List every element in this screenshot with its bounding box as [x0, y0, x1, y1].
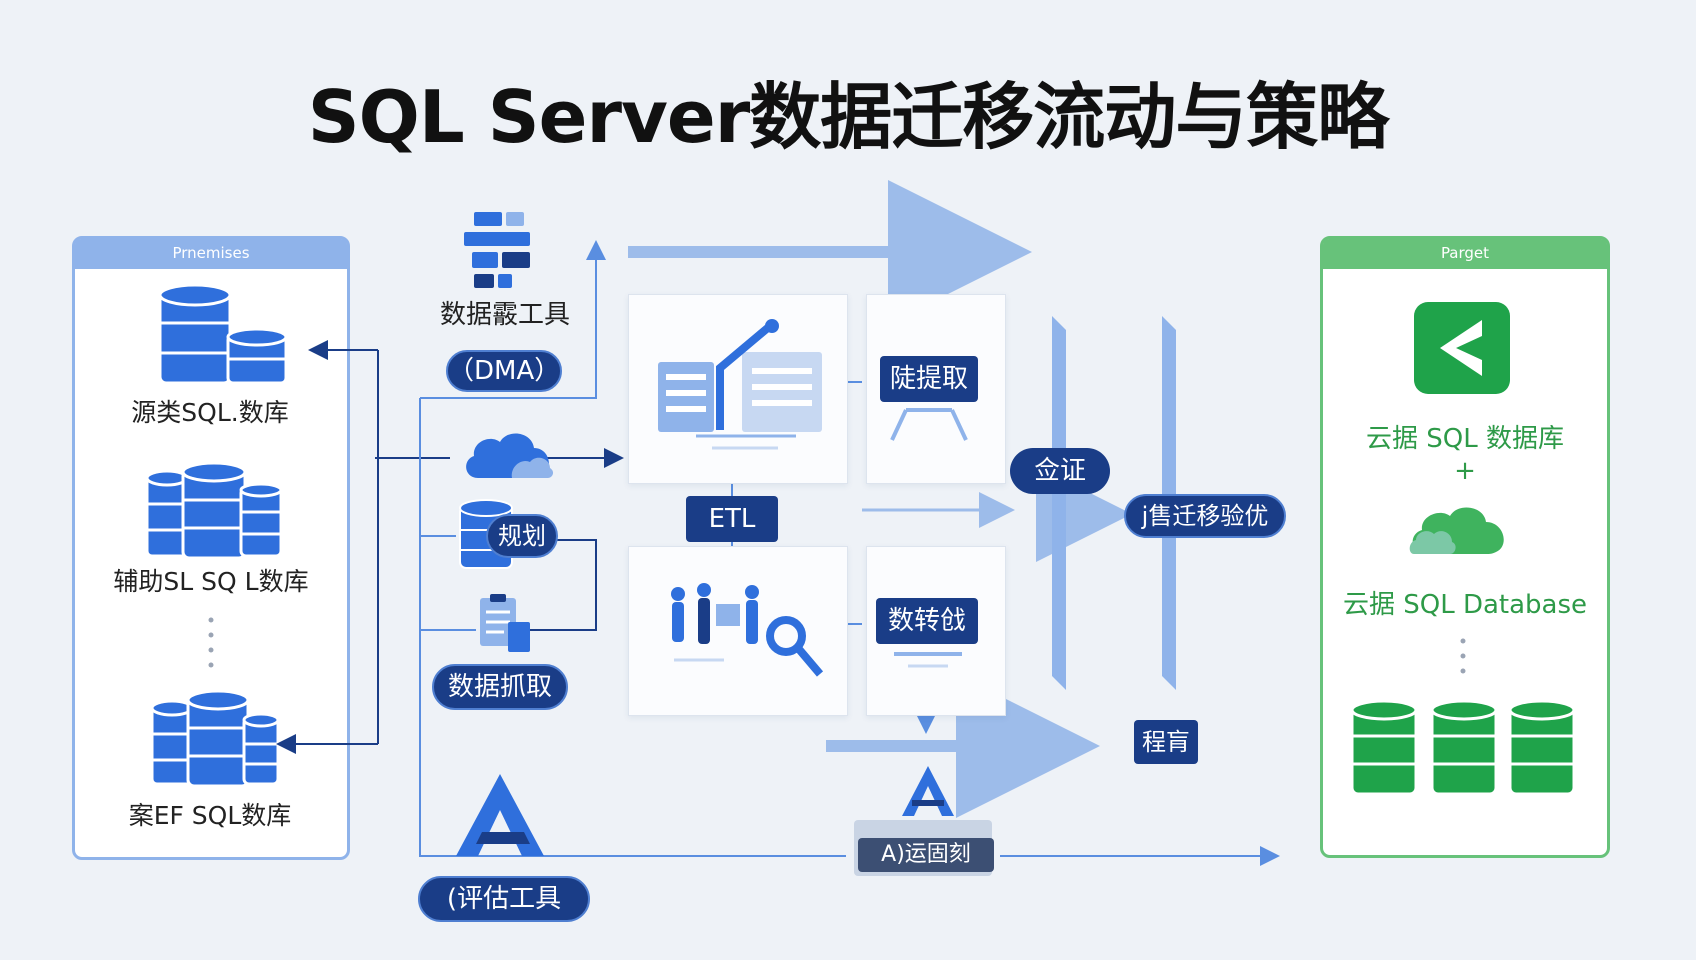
- target-db-label-2: 云据 SQL Database: [1342, 590, 1588, 620]
- target-db-label-1: 云据 SQL 数据库: [1366, 424, 1564, 454]
- migration-tool-icon: [464, 212, 530, 288]
- target-panel-header: Parget: [1323, 239, 1607, 269]
- extract-box[interactable]: 陡提取: [880, 356, 978, 402]
- easel-stand-icon: [890, 408, 968, 441]
- azure-sql-icon: [1414, 302, 1510, 394]
- ellipsis-dots-icon: [208, 617, 214, 668]
- extract-pill[interactable]: 数据抓取: [432, 664, 568, 710]
- ai-logo-icon: [902, 766, 954, 816]
- assessment-logo-icon: [456, 774, 544, 856]
- validate-pill[interactable]: 佥证: [1010, 448, 1110, 494]
- page-title: SQL Server数据迁移流动与策略: [307, 75, 1389, 159]
- source-db-label-2: 辅助SL SQ L数库: [113, 567, 309, 596]
- source-db-label-1: 源类SQL.数库: [131, 398, 289, 427]
- ai-label[interactable]: A)运固刻: [858, 838, 994, 872]
- document-icon: [480, 594, 530, 652]
- database-stack-icon: [145, 461, 283, 560]
- cloud-icon: [466, 433, 554, 478]
- etl-transform-card: [628, 546, 848, 716]
- plan-pill[interactable]: 规划: [486, 514, 558, 558]
- crane-warehouse-icon: [658, 319, 822, 450]
- database-stack-icon: [150, 689, 280, 788]
- small-process-box[interactable]: 程肓: [1134, 720, 1198, 764]
- source-panel-header: Pr­nemises: [75, 239, 347, 269]
- etl-box[interactable]: ETL: [686, 496, 778, 542]
- database-stack-icon: [158, 283, 288, 385]
- post-migration-pill[interactable]: j售迁移验优: [1124, 494, 1286, 538]
- assess-pill[interactable]: (评估工具: [418, 876, 590, 922]
- transform-box[interactable]: 数转戗: [876, 598, 978, 644]
- source-db-label-3: 案EF SQL数库: [128, 801, 292, 830]
- dma-pill[interactable]: （DMA）: [446, 350, 562, 392]
- dma-caption: 数据霰工具: [439, 300, 570, 330]
- team-analysis-icon: [671, 583, 824, 677]
- green-cloud-icon: [1409, 507, 1504, 554]
- green-database-group-icon: [1350, 699, 1576, 796]
- ellipsis-dots-icon: [1460, 638, 1466, 674]
- plus-sign: +: [1454, 456, 1476, 486]
- underline-bars-icon: [894, 652, 962, 668]
